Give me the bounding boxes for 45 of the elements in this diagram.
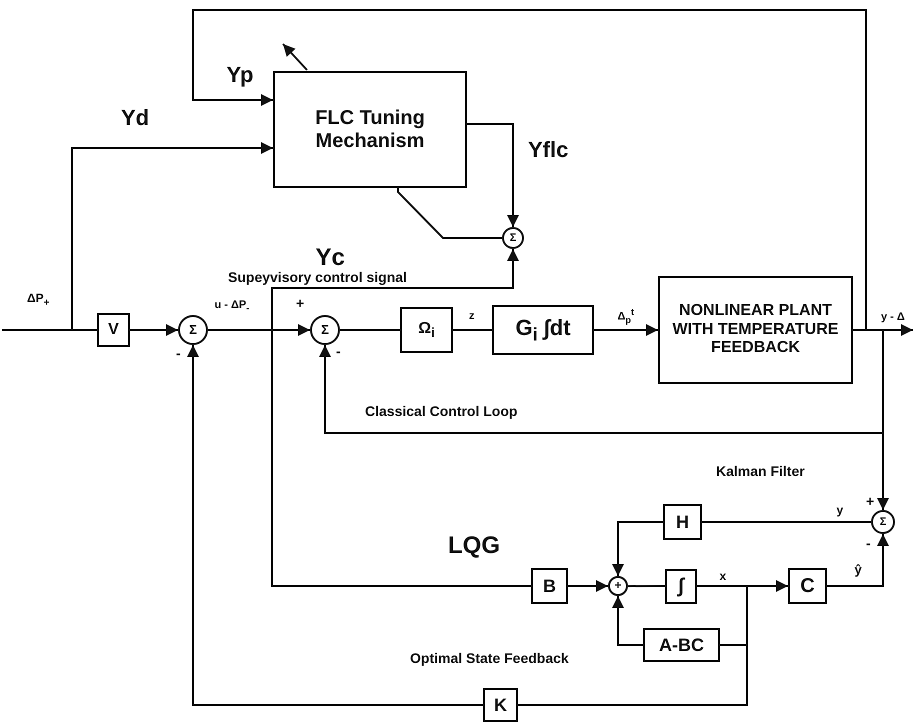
plant-box: NONLINEAR PLANT WITH TEMPERATURE FEEDBACK [658,276,853,384]
connector [827,534,889,587]
summing-junction: Σ [178,315,208,345]
gain-block: V [97,313,130,347]
connector [187,345,483,706]
gain-block: B [531,568,568,604]
connector [628,585,665,588]
signal-label: Supeyvisory control signal [228,270,407,286]
connector [467,123,519,227]
gain-block: K [483,688,518,722]
signal-arrow [71,142,273,330]
sign-label: - [336,344,341,360]
gain-block: C [788,568,827,604]
summing-junction: + [608,576,628,596]
connector [594,324,658,336]
summing-junction: Σ [310,315,340,345]
connector [453,329,492,331]
connector [340,329,400,331]
integrator-block: G$_{i}$ ∫dt [492,305,594,355]
gain-block: H [663,504,702,540]
summing-junction: Σ [502,227,524,249]
connector [853,329,889,510]
connector [518,585,748,706]
sign-label: + [866,494,874,510]
integrator-block: ∫ [665,569,697,604]
connector [702,521,871,523]
block-label: LQG [448,533,500,560]
block-label: Kalman Filter [716,464,805,480]
sign-label: - [866,536,871,552]
controller-block: Ω$_{i}$ [400,307,453,353]
connector [612,521,663,576]
sign-label: - [176,346,181,362]
block-label: Optimal State Feedback [410,651,569,666]
edge-label: y - Δ [880,311,906,324]
edge-label: ŷ [854,563,863,578]
sign-label: + [296,296,304,312]
connector [612,596,643,646]
connector [397,188,502,239]
summing-junction: Σ [871,510,895,534]
connector [130,324,178,336]
connector [192,9,867,331]
loop-label: Classical Control Loop [365,404,518,420]
gain-block: A-BC [643,628,720,662]
connector [568,580,608,592]
process-box: FLC Tuning Mechanism [273,71,467,188]
